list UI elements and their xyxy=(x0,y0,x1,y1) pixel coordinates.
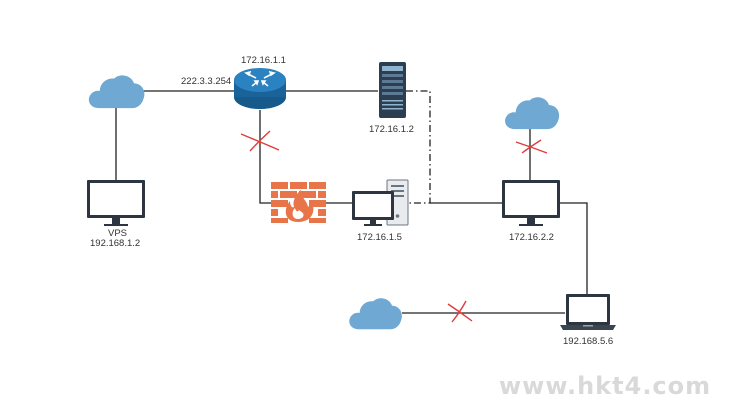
monitor-right-ip-label: 172.16.2.2 xyxy=(509,232,554,243)
laptop-ip-label: 192.168.5.6 xyxy=(563,336,613,347)
blocked-marks xyxy=(240,130,548,323)
link-server-to-desktop-dashed xyxy=(406,90,431,204)
router-icon xyxy=(234,68,286,109)
desktop-computer-icon xyxy=(352,179,409,226)
blocked-x-icon xyxy=(515,139,548,154)
link-router-to-firewall xyxy=(259,110,272,204)
firewall-icon xyxy=(271,182,326,223)
monitor-icon xyxy=(87,180,145,226)
server-ip-label: 172.16.1.2 xyxy=(369,124,414,135)
watermark: www.hkt4.com xyxy=(499,372,711,400)
vps-name-label: VPS xyxy=(108,228,127,239)
monitor-icon xyxy=(502,180,560,226)
links xyxy=(115,90,588,314)
cloud-icon xyxy=(505,97,560,130)
link-monitor-right-to-laptop xyxy=(560,202,588,295)
vps-ip-label: 192.168.1.2 xyxy=(90,238,140,249)
router-wan-ip-label: 222.3.3.254 xyxy=(181,76,231,87)
blocked-x-icon xyxy=(447,300,473,323)
cloud-icon xyxy=(349,298,402,330)
blocked-x-icon xyxy=(240,130,280,152)
cloud-icon xyxy=(88,75,145,109)
router-ip-label: 172.16.1.1 xyxy=(241,55,286,66)
server-rack-icon xyxy=(379,62,406,118)
laptop-icon xyxy=(560,294,616,330)
desktop-ip-label: 172.16.1.5 xyxy=(357,232,402,243)
